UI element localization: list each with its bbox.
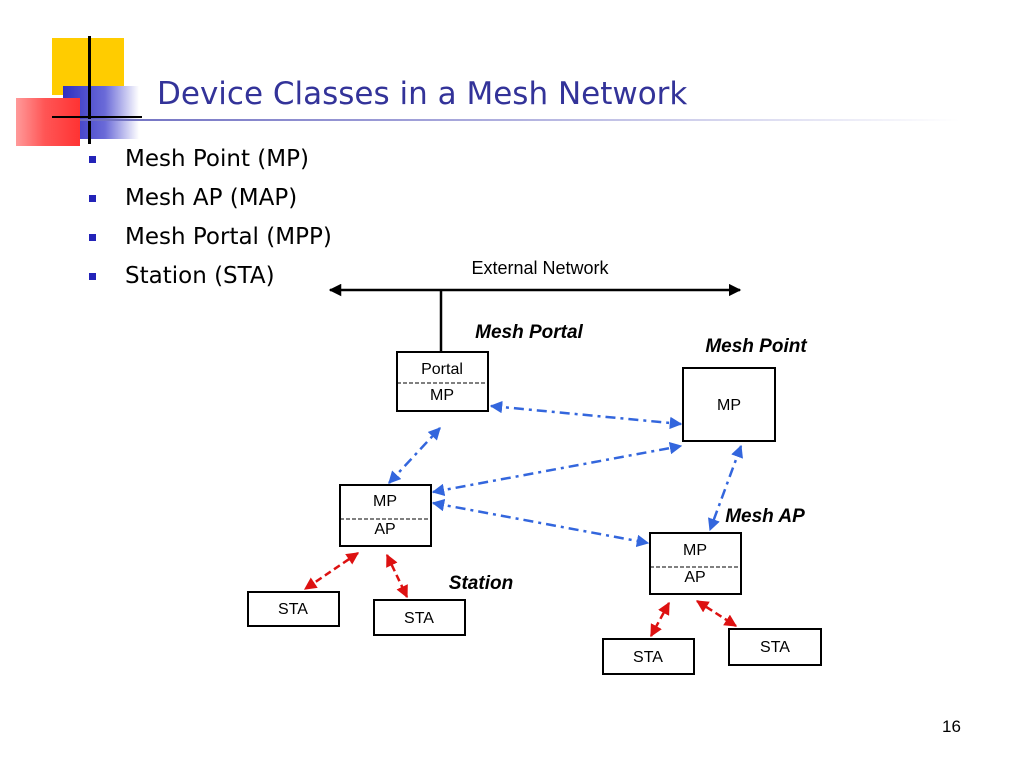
mesh-point-node: MP [682, 367, 776, 442]
mesh-portal-label: Mesh Portal [475, 322, 583, 343]
title-underline [80, 119, 960, 121]
deco-red-square [16, 98, 80, 146]
svg-text:Portal: Portal [421, 361, 463, 378]
mesh-point-label: Mesh Point [705, 336, 807, 357]
bullet-square-icon [89, 195, 96, 202]
bullet-square-icon [89, 156, 96, 163]
sta-link [303, 551, 360, 591]
bullet-item: Mesh AP (MAP) [88, 182, 332, 221]
station-node: STA [728, 628, 822, 666]
bullet-item: Mesh Portal (MPP) [88, 221, 332, 260]
svg-text:AP: AP [684, 569, 705, 586]
mesh-link-portal-map [388, 427, 441, 484]
station-node: STA [247, 591, 340, 627]
mesh-link-map-map [431, 498, 650, 548]
svg-text:AP: AP [374, 521, 395, 538]
station-node: STA [373, 599, 466, 636]
svg-text:STA: STA [633, 649, 663, 666]
bullet-item: Mesh Point (MP) [88, 143, 332, 182]
bullet-square-icon [89, 273, 96, 280]
mesh-link-meshpoint-map [708, 444, 743, 532]
mesh-ap-label: Mesh AP [725, 506, 805, 527]
svg-text:STA: STA [760, 639, 790, 656]
sta-link [649, 601, 671, 638]
bullet-list: Mesh Point (MP) Mesh AP (MAP) Mesh Porta… [88, 143, 332, 299]
portal-node: Portal MP [396, 351, 489, 412]
slide-title: Device Classes in a Mesh Network [157, 76, 688, 112]
mesh-link-portal-meshpoint [489, 400, 683, 430]
mesh-ap-node-right: MP AP [649, 532, 742, 595]
bullet-item: Station (STA) [88, 260, 332, 299]
external-network-label: External Network [471, 258, 609, 278]
mesh-ap-node-left: MP AP [339, 484, 432, 547]
deco-horizontal-line [52, 116, 142, 118]
svg-text:STA: STA [278, 601, 308, 618]
station-label: Station [449, 573, 513, 594]
svg-text:MP: MP [373, 493, 397, 510]
mesh-link-map-meshpoint [431, 441, 683, 497]
sta-link [695, 599, 738, 628]
deco-vertical-line [88, 36, 91, 144]
svg-text:MP: MP [717, 397, 741, 414]
sta-link [385, 553, 409, 599]
svg-text:MP: MP [683, 542, 707, 559]
bullet-square-icon [89, 234, 96, 241]
svg-text:MP: MP [430, 387, 454, 404]
page-number: 16 [942, 717, 961, 736]
station-node: STA [602, 638, 695, 675]
svg-text:STA: STA [404, 610, 434, 627]
